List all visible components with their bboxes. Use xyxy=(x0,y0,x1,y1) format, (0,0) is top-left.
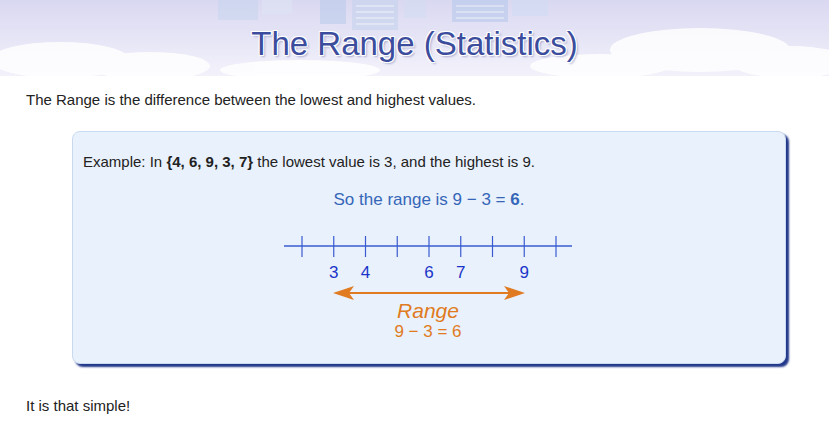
number-line xyxy=(284,245,572,247)
body-text: Example: In xyxy=(83,153,162,170)
range-arrow xyxy=(333,286,525,300)
tick-label: 4 xyxy=(361,264,370,281)
tick-label: 6 xyxy=(424,264,433,281)
tick-label: 9 xyxy=(520,264,529,281)
text-line: Example: In{4, 6, 9, 3, 7}the lowest val… xyxy=(83,152,535,171)
range-formula: 9 − 3 = 6 xyxy=(394,323,461,340)
tick-label: 3 xyxy=(329,264,338,281)
body-text: So the range is 9 − 3 = xyxy=(334,190,506,209)
body-text: the lowest value is 3, and the highest i… xyxy=(257,153,535,170)
number-line-ticks xyxy=(302,236,556,257)
bold-text: 6 xyxy=(510,190,519,209)
body-text: . xyxy=(520,190,525,209)
intro-text: The Range is the difference between the … xyxy=(26,92,476,107)
bold-text: {4, 6, 9, 3, 7} xyxy=(166,153,253,170)
text-line: So the range is 9 − 3 =6. xyxy=(334,190,525,210)
page-title: The Range (Statistics) xyxy=(0,26,829,62)
tick-label: 7 xyxy=(456,264,465,281)
range-label: Range xyxy=(397,300,459,321)
closing-note: It is that simple! xyxy=(26,398,130,413)
